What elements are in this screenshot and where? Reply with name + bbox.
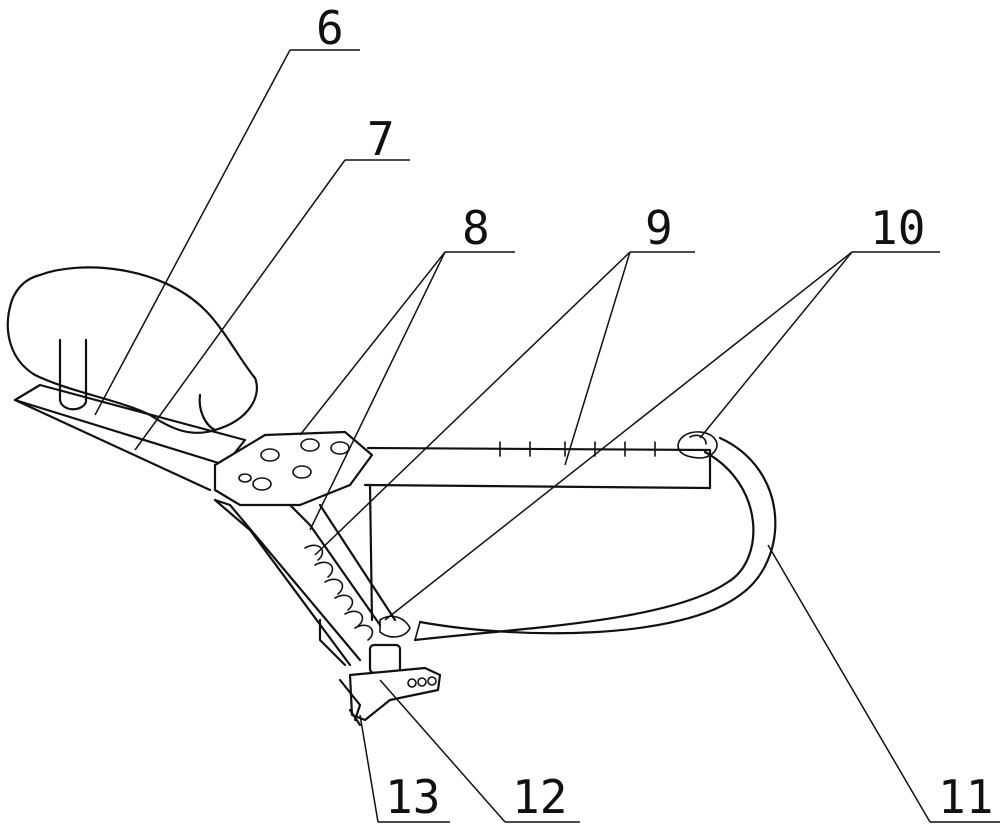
clamp-joint <box>678 432 717 458</box>
callout-12: 12 <box>512 770 567 824</box>
spring-coil <box>305 545 372 640</box>
callout-8: 8 <box>462 201 490 255</box>
callout-10: 10 <box>870 201 925 255</box>
callout-11: 11 <box>938 770 993 824</box>
base-plate <box>15 340 245 490</box>
support-arm <box>215 485 395 665</box>
callout-9: 9 <box>645 201 673 255</box>
callout-6: 6 <box>316 1 344 55</box>
callout-7: 7 <box>367 112 395 166</box>
callout-13: 13 <box>385 770 440 824</box>
foot-assembly <box>340 645 440 725</box>
bolted-plate <box>215 432 372 505</box>
seat-cushion <box>8 267 257 432</box>
slotted-beam <box>365 442 710 488</box>
